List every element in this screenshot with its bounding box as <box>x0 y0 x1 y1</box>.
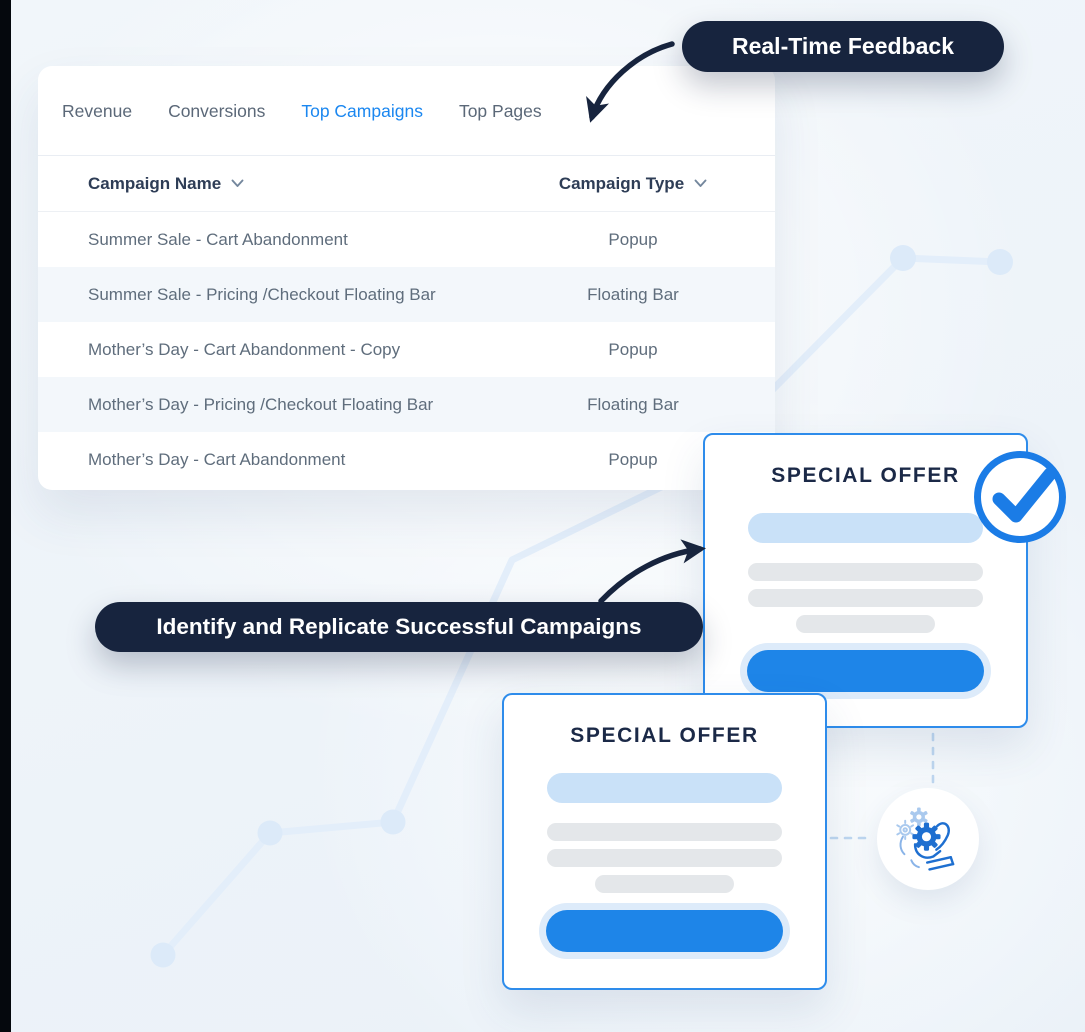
table-row: Mother’s Day - Cart Abandonment - Copy P… <box>38 322 775 377</box>
column-header-campaign-name[interactable]: Campaign Name <box>38 174 513 194</box>
offer-title: SPECIAL OFFER <box>570 724 759 747</box>
column-label: Campaign Name <box>88 173 222 193</box>
table-row: Summer Sale - Cart Abandonment Popup <box>38 212 775 267</box>
chart-point <box>890 245 916 271</box>
campaign-type-cell: Popup <box>608 229 658 249</box>
analytics-card: Revenue Conversions Top Campaigns Top Pa… <box>38 66 775 490</box>
offer-title: SPECIAL OFFER <box>771 464 960 487</box>
tab-conversions[interactable]: Conversions <box>168 101 266 121</box>
offer-cta-button[interactable] <box>546 910 783 952</box>
realtime-feedback-badge: Real-Time Feedback <box>682 21 1004 72</box>
offer-text-placeholder-bar <box>595 875 734 893</box>
chevron-down-icon[interactable] <box>694 179 707 188</box>
table-row: Mother’s Day - Pricing /Checkout Floatin… <box>38 377 775 432</box>
chart-point <box>380 809 406 835</box>
offer-text-placeholder-bar <box>748 589 983 607</box>
table-row: Summer Sale - Pricing /Checkout Floating… <box>38 267 775 322</box>
campaign-name-cell: Mother’s Day - Pricing /Checkout Floatin… <box>88 394 434 414</box>
analytics-tabs: Revenue Conversions Top Campaigns Top Pa… <box>62 101 542 122</box>
table-header-row: Campaign Name Campaign Type <box>38 156 775 212</box>
badge-label: Identify and Replicate Successful Campai… <box>156 614 642 639</box>
tab-revenue[interactable]: Revenue <box>62 101 133 121</box>
identify-campaigns-badge: Identify and Replicate Successful Campai… <box>95 602 703 652</box>
chevron-down-icon[interactable] <box>231 179 244 188</box>
special-offer-popup-card: SPECIAL OFFER <box>502 693 827 990</box>
screenshot-edge-strip <box>0 0 11 1032</box>
tab-top-campaigns[interactable]: Top Campaigns <box>301 101 423 121</box>
table-row: Mother’s Day - Cart Abandonment Popup <box>38 432 775 487</box>
tab-top-pages[interactable]: Top Pages <box>458 101 542 121</box>
offer-hero-placeholder-bar <box>748 513 983 543</box>
chart-point <box>987 249 1013 275</box>
offer-text-placeholder-bar <box>547 849 782 867</box>
campaign-type-cell: Floating Bar <box>587 284 679 304</box>
tabs-divider <box>38 155 775 156</box>
offer-cta-button[interactable] <box>747 650 984 692</box>
column-label: Campaign Type <box>558 173 685 193</box>
offer-hero-placeholder-bar <box>547 773 782 803</box>
campaign-type-cell: Floating Bar <box>587 394 679 414</box>
hand-gears-icon <box>877 788 979 890</box>
campaign-name-cell: Mother’s Day - Cart Abandonment - Copy <box>88 339 401 359</box>
column-header-campaign-type[interactable]: Campaign Type <box>513 174 753 194</box>
special-offer-popup-card: SPECIAL OFFER <box>703 433 1028 728</box>
chart-point <box>150 942 176 968</box>
campaign-table-body: Summer Sale - Cart Abandonment Popup Sum… <box>38 212 775 487</box>
campaign-name-cell: Summer Sale - Cart Abandonment <box>88 229 348 249</box>
offer-text-placeholder-bar <box>748 563 983 581</box>
campaign-type-cell: Popup <box>608 449 658 469</box>
offer-text-placeholder-bar <box>547 823 782 841</box>
campaign-name-cell: Mother’s Day - Cart Abandonment <box>88 449 346 469</box>
badge-label: Real-Time Feedback <box>731 33 954 59</box>
campaign-type-cell: Popup <box>608 339 658 359</box>
check-circle-icon <box>974 451 1066 543</box>
campaign-name-cell: Summer Sale - Pricing /Checkout Floating… <box>88 284 436 304</box>
chart-point <box>257 820 283 846</box>
offer-text-placeholder-bar <box>796 615 935 633</box>
